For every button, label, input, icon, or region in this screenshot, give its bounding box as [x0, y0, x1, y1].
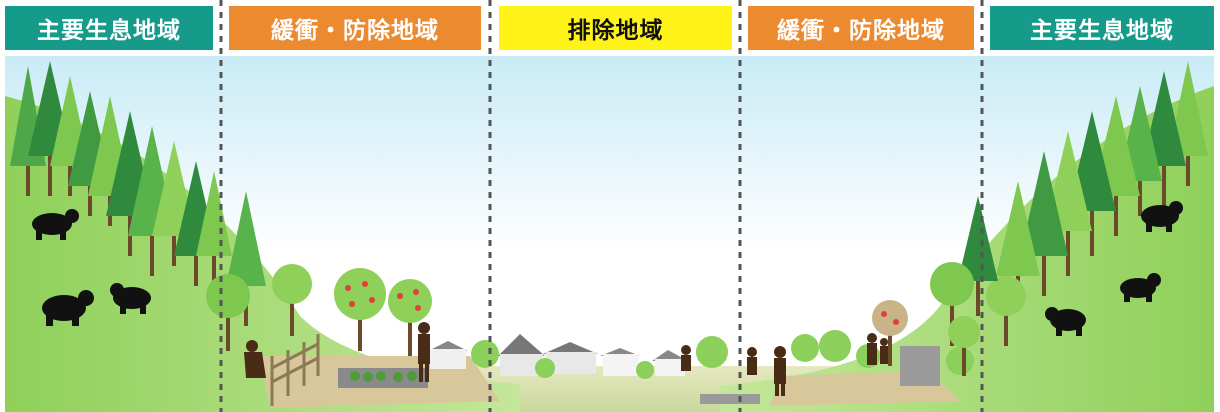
- tree-icon: [986, 276, 1026, 346]
- tree-icon: [1020, 151, 1068, 296]
- person-icon: [681, 345, 691, 371]
- forest-left: [10, 61, 232, 286]
- zone-label-habitat-right: 主要生息地域: [990, 6, 1214, 50]
- zone-label-buffer-left: 緩衝・防除地域: [229, 6, 481, 50]
- house-icon: [600, 348, 640, 376]
- zone-label-habitat-left: 主要生息地域: [5, 6, 213, 50]
- zone-label-buffer-right: 緩衝・防除地域: [748, 6, 974, 50]
- bear-icon: [1045, 307, 1086, 336]
- zoning-illustration: [5, 56, 1214, 412]
- person-icon: [774, 346, 786, 396]
- zone-label-text: 排除地域: [567, 18, 664, 44]
- vegetable-rows: [350, 371, 417, 382]
- tree-icon: [272, 264, 312, 336]
- zone-dividers: [219, 56, 984, 412]
- gravestones: [900, 346, 940, 386]
- zone-label-exclusion: 排除地域: [499, 6, 732, 50]
- zone-label-text: 緩衝・防除地域: [271, 18, 439, 44]
- fence: [270, 334, 320, 406]
- shrubs: [471, 330, 974, 379]
- stone-slab: [700, 394, 760, 404]
- tree-icon: [206, 274, 250, 351]
- bear-icon: [1141, 201, 1183, 232]
- person-icon: [418, 322, 430, 382]
- zone-label-text: 主要生息地域: [37, 18, 181, 44]
- apple-tree-icon: [872, 300, 908, 366]
- person-icon: [244, 340, 266, 378]
- tree-icon: [958, 196, 998, 316]
- bear-icon: [32, 209, 79, 240]
- person-icon: [747, 347, 757, 375]
- zone-label-text: 緩衝・防除地域: [777, 18, 945, 44]
- apple-tree-icon: [388, 279, 432, 356]
- person-icon: [867, 333, 877, 365]
- forest-right: [986, 61, 1208, 346]
- person-icon: [880, 338, 888, 364]
- tree-icon: [930, 262, 974, 346]
- tree-icon: [196, 171, 232, 286]
- apple-tree-icon: [334, 268, 386, 351]
- bear-icon: [1120, 273, 1161, 302]
- zone-label-text: 主要生息地域: [1030, 18, 1174, 44]
- tree-icon: [996, 181, 1040, 306]
- tree-icon: [948, 316, 980, 376]
- bear-icon: [110, 283, 151, 314]
- house-icon: [543, 342, 598, 374]
- house-icon: [652, 350, 688, 376]
- label-dividers: [219, 0, 984, 56]
- house-icon: [498, 334, 545, 376]
- house-icon: [428, 341, 468, 369]
- bear-icon: [42, 290, 94, 326]
